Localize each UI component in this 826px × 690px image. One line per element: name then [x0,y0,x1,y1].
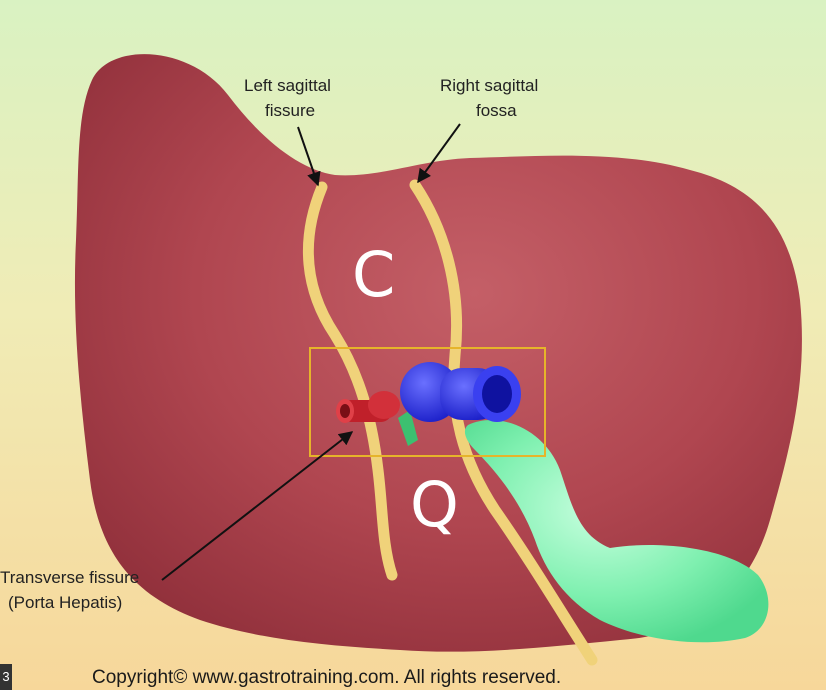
left-sagittal-label-line1: Left sagittal [244,76,331,95]
transverse-label-line1: Transverse fissure [0,568,139,587]
right-sagittal-label-line1: Right sagittal [440,76,538,95]
portal-vein [400,362,521,422]
caudate-lobe-label: C [352,238,395,311]
quadrate-lobe-label: Q [410,468,459,541]
corner-mark: 3 [0,664,12,690]
transverse-label-line2: (Porta Hepatis) [8,593,122,612]
left-sagittal-label-line2: fissure [265,101,315,120]
copyright-text: Copyright© www.gastrotraining.com. All r… [92,667,561,689]
right-sagittal-label-line2: fossa [476,101,517,120]
